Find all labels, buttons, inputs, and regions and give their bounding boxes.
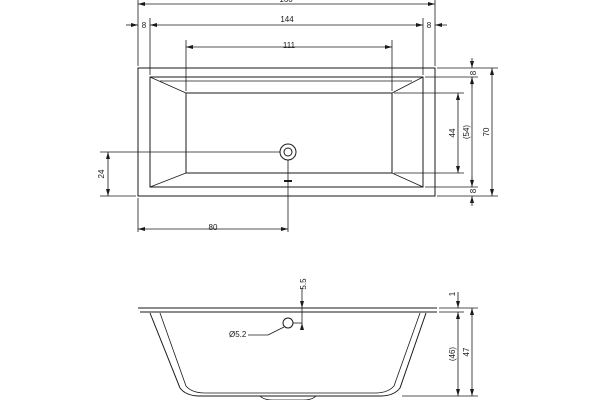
side-overflow-circle xyxy=(282,317,294,329)
dim-overflow-height: 5.5 xyxy=(299,278,308,290)
dim-bottom-length: 111 xyxy=(283,41,296,50)
slope-line-bl xyxy=(149,172,187,188)
dim-rim-top: 8 xyxy=(469,70,478,75)
drain-outer-circle xyxy=(279,143,297,161)
drain-inner-circle xyxy=(283,147,293,157)
dim-inner-width: (54) xyxy=(462,125,471,140)
dim-bottom-width: 44 xyxy=(448,128,457,137)
side-view: 5.5 Ø5.2 1 (46) 47 xyxy=(138,278,478,400)
side-tub-body xyxy=(149,312,427,397)
dim-overflow-diameter: Ø5.2 xyxy=(229,330,247,339)
dim-rim-bottom: 8 xyxy=(469,188,478,193)
top-view: 160 8 144 8 111 8 44 xyxy=(97,0,498,232)
dim-rim-right: 8 xyxy=(427,21,432,30)
dim-inner-length: 144 xyxy=(280,15,294,24)
side-tub-inner xyxy=(159,312,421,394)
dim-drain-offset-y: 24 xyxy=(97,169,106,178)
dim-overall-length: 160 xyxy=(279,0,293,4)
dim-overall-height: 47 xyxy=(462,347,471,356)
slope-line-br xyxy=(391,172,424,188)
tub-outer-rim xyxy=(137,67,436,197)
slope-line-tl xyxy=(149,76,187,94)
tub-inner-opening xyxy=(149,76,424,188)
dim-inner-depth: (46) xyxy=(448,347,457,362)
tub-floor xyxy=(185,92,393,174)
dim-drain-offset-x: 80 xyxy=(209,223,218,232)
dim-overall-width: 70 xyxy=(482,127,491,136)
slope-line-tr xyxy=(391,76,424,94)
dim-rim-thickness: 1 xyxy=(448,291,457,296)
dim-rim-left: 8 xyxy=(142,21,147,30)
side-tub-feet xyxy=(259,395,317,400)
